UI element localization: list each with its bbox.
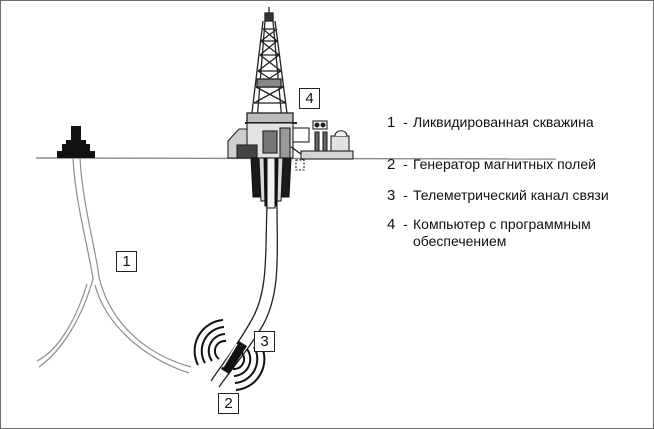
legend-text: Генератор магнитных полей (413, 156, 596, 172)
legend-dash: - (403, 156, 408, 172)
rig-base (227, 122, 294, 159)
legend-number: 1 (387, 114, 396, 131)
legend-dash: - (403, 187, 408, 203)
legend-item-channel: 3 - Телеметрический канал связи (387, 187, 645, 204)
well-casing (250, 157, 292, 209)
label-box-well: 1 (116, 251, 137, 272)
legend-number: 4 (387, 216, 396, 233)
legend-text: Телеметрический канал связи (413, 187, 609, 203)
legend-item-well: 1 - Ликвидированная скважина (387, 114, 645, 131)
label-box-computer: 4 (299, 88, 320, 109)
abandoned-well-bore (36, 157, 192, 374)
directional-well-bore (210, 205, 279, 388)
legend-number: 3 (387, 187, 396, 204)
legend-item-generator: 2 - Генератор магнитных полей (387, 156, 645, 173)
abandoned-wellhead (57, 126, 95, 158)
label-box-generator: 2 (218, 393, 239, 414)
legend-text: Компьютер с программным обеспечением (413, 216, 591, 249)
legend-item-computer: 4 - Компьютер с программным обеспечением (387, 216, 645, 250)
drilling-rig (245, 7, 297, 124)
legend-text: Ликвидированная скважина (413, 114, 594, 130)
legend-dash: - (403, 114, 408, 130)
legend-number: 2 (387, 156, 396, 173)
label-box-channel: 3 (254, 331, 275, 352)
legend-dash: - (403, 216, 408, 232)
ground-line (35, 157, 557, 160)
computer-station (292, 120, 354, 171)
